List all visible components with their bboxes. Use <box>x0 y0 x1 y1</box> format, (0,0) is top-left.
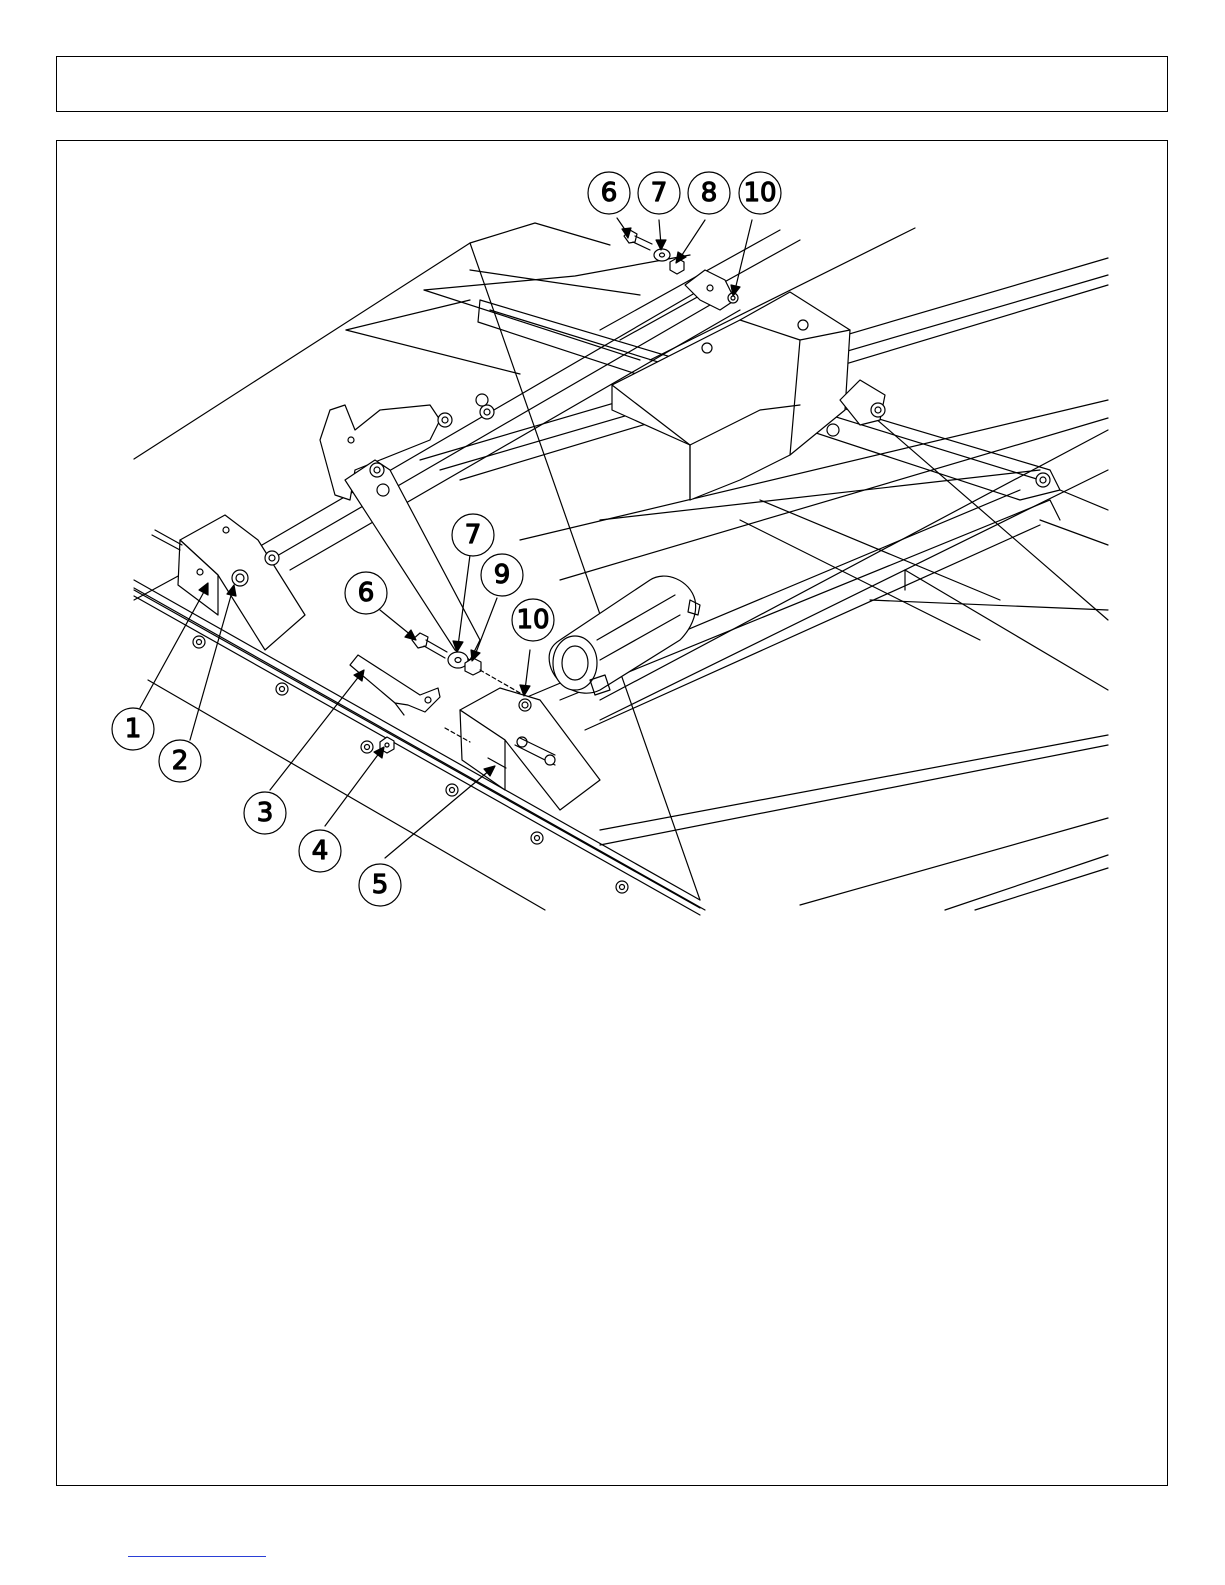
callout-10-top-label: 10 <box>743 178 776 208</box>
callout-10-mid: 10 <box>512 599 554 641</box>
callout-1-label: 1 <box>125 714 142 744</box>
callout-3-label: 3 <box>257 798 274 828</box>
callout-10-top: 10 <box>739 172 781 214</box>
top-bracket <box>685 270 738 310</box>
callout-9-mid: 9 <box>481 554 523 596</box>
callout-6-mid-label: 6 <box>358 578 375 608</box>
callout-7-top-label: 7 <box>651 178 668 208</box>
callout-5: 5 <box>359 864 401 906</box>
callout-2-label: 2 <box>172 746 189 776</box>
callout-4: 4 <box>299 830 341 872</box>
callout-8-top: 8 <box>688 172 730 214</box>
callout-5-label: 5 <box>372 870 389 900</box>
callout-7-mid-label: 7 <box>465 520 482 550</box>
right-linkage <box>827 380 1050 487</box>
top-hardware <box>624 230 684 274</box>
canister <box>549 576 700 695</box>
callout-10-mid-label: 10 <box>516 605 549 635</box>
callout-6-mid: 6 <box>345 572 387 614</box>
callout-6-top-label: 6 <box>601 178 618 208</box>
callout-8-top-label: 8 <box>701 178 718 208</box>
callout-2: 2 <box>159 740 201 782</box>
callout-9-mid-label: 9 <box>494 560 511 590</box>
left-hinge-bracket <box>152 515 305 650</box>
gearbox-housing <box>612 292 850 500</box>
callout-3: 3 <box>244 792 286 834</box>
callout-7-top: 7 <box>638 172 680 214</box>
callout-1: 1 <box>112 708 154 750</box>
callout-4-label: 4 <box>312 836 329 866</box>
callout-6-top: 6 <box>588 172 630 214</box>
callout-7-mid: 7 <box>452 514 494 556</box>
